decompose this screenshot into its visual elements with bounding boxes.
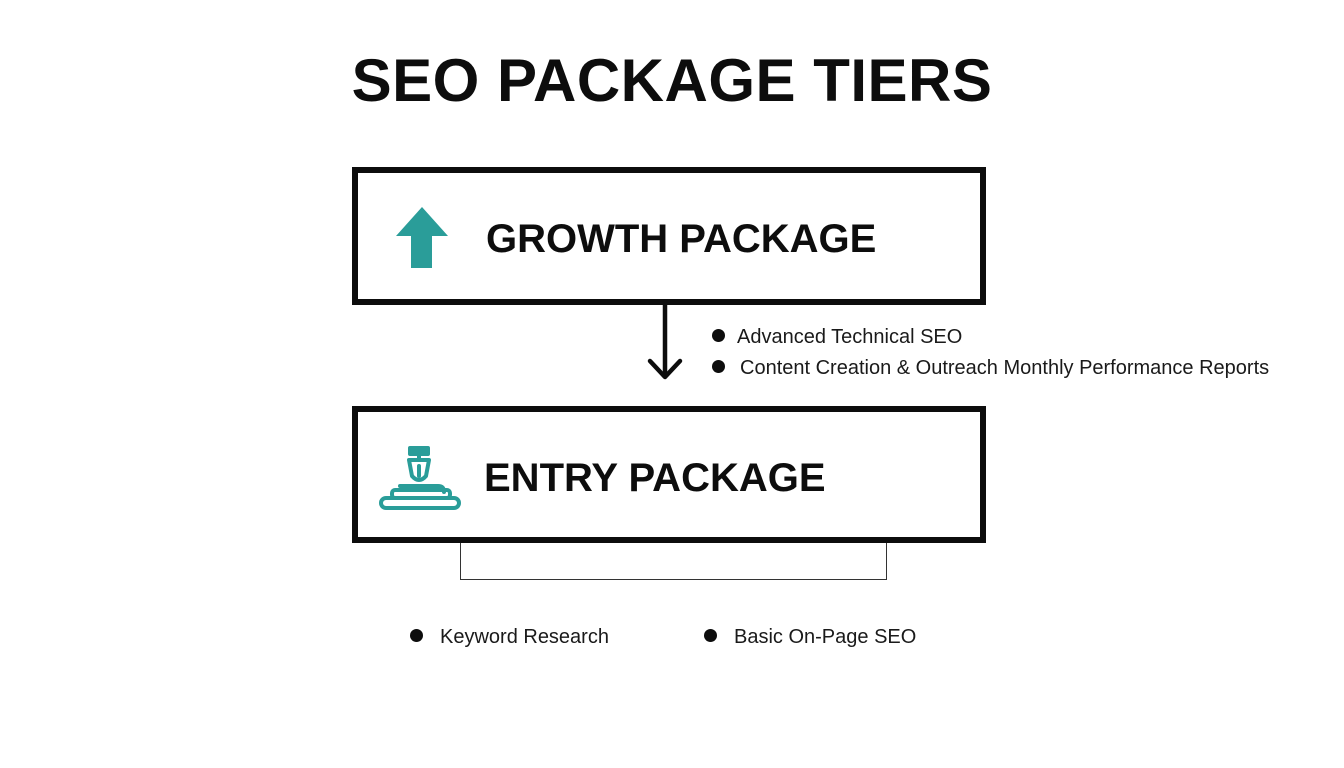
list-item: Keyword Research	[410, 626, 609, 649]
list-item: Basic On-Page SEO	[704, 626, 916, 649]
entry-package-box: ENTRY PACKAGE	[352, 406, 986, 543]
entry-package-label: ENTRY PACKAGE	[484, 456, 826, 500]
list-item: Content Creation & Outreach Monthly Perf…	[712, 357, 1269, 380]
bullet-dot	[712, 329, 725, 343]
feature-text: Basic On-Page SEO	[734, 626, 917, 648]
growth-package-label: GROWTH PACKAGE	[486, 217, 877, 261]
feature-text: Keyword Research	[440, 626, 609, 648]
feature-text: Content Creation & Outreach Monthly Perf…	[740, 357, 1270, 379]
bullet-dot	[410, 629, 423, 643]
bullet-dot	[704, 629, 717, 643]
down-arrow-icon	[647, 305, 683, 380]
feature-text: Advanced Technical SEO	[737, 326, 963, 348]
entry-feature-bracket	[460, 543, 887, 580]
list-item: Advanced Technical SEO	[712, 326, 962, 349]
diagram-title: SEO PACKAGE TIERS	[351, 47, 993, 114]
up-arrow-icon	[396, 207, 448, 268]
bullet-dot	[712, 360, 725, 374]
pen-nib-icon	[379, 446, 461, 510]
growth-package-box: GROWTH PACKAGE	[352, 167, 986, 305]
